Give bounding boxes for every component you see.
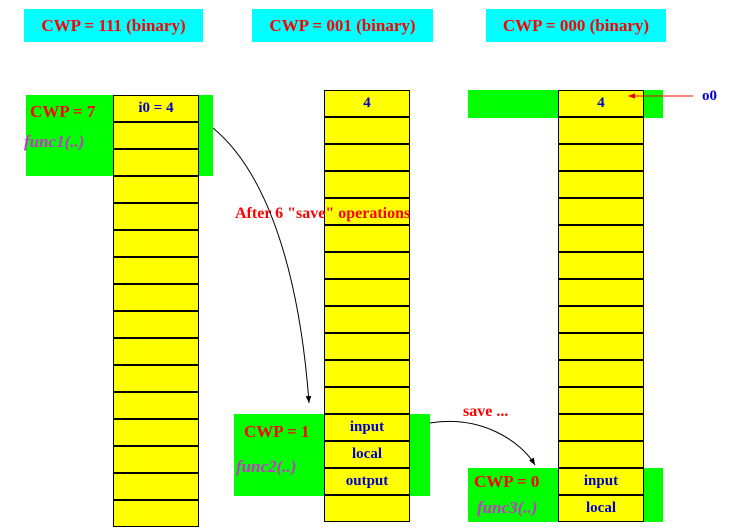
register-cell	[113, 203, 199, 230]
func1-label: func1(..)	[24, 132, 85, 151]
register-cell	[113, 122, 199, 149]
register-cell	[324, 333, 410, 360]
header-cwp-000: CWP = 000 (binary)	[486, 9, 666, 42]
register-cell	[324, 495, 410, 522]
header-cwp-001: CWP = 001 (binary)	[252, 9, 433, 42]
register-cell: input	[558, 468, 644, 495]
register-cell	[324, 360, 410, 387]
register-cell	[558, 360, 644, 387]
register-cell: output	[324, 468, 410, 495]
register-cell	[324, 225, 410, 252]
register-cell: i0 = 4	[113, 95, 199, 122]
register-cell	[113, 365, 199, 392]
register-cell: 4	[324, 90, 410, 117]
register-cell: local	[324, 441, 410, 468]
register-cell	[113, 338, 199, 365]
register-cell	[558, 144, 644, 171]
register-cell	[558, 306, 644, 333]
register-cell	[324, 306, 410, 333]
register-cell	[324, 117, 410, 144]
func2-label: func2(..)	[236, 457, 297, 476]
register-cell	[558, 441, 644, 468]
register-cell	[558, 414, 644, 441]
register-cell	[558, 252, 644, 279]
o0-label: o0	[702, 88, 717, 104]
register-cell	[113, 257, 199, 284]
register-cell: local	[558, 495, 644, 522]
register-cell	[324, 252, 410, 279]
register-cell	[324, 387, 410, 414]
arrow-after-save	[212, 127, 312, 404]
register-cell	[113, 230, 199, 257]
register-cell	[324, 279, 410, 306]
register-cell	[558, 171, 644, 198]
register-cell	[113, 392, 199, 419]
register-cell	[113, 284, 199, 311]
register-cell: input	[324, 414, 410, 441]
register-cell	[113, 500, 199, 527]
register-cell	[324, 144, 410, 171]
cwp-1-label: CWP = 1	[244, 422, 310, 441]
register-cell	[113, 473, 199, 500]
register-cell	[558, 387, 644, 414]
register-cell	[113, 311, 199, 338]
cwp-0-label: CWP = 0	[474, 472, 540, 491]
register-cell	[113, 176, 199, 203]
register-cell	[558, 279, 644, 306]
register-cell	[113, 419, 199, 446]
register-cell	[324, 171, 410, 198]
register-cell	[558, 198, 644, 225]
arrow-save	[429, 421, 536, 466]
register-cell	[113, 149, 199, 176]
save-annotation: save ...	[463, 403, 509, 420]
register-cell	[558, 225, 644, 252]
register-cell	[324, 198, 410, 225]
after-save-annotation: After 6 "save" operations	[235, 205, 411, 222]
cwp-7-label: CWP = 7	[30, 102, 96, 121]
register-cell	[558, 117, 644, 144]
func3-label: func3(..)	[477, 498, 538, 517]
header-cwp-111: CWP = 111 (binary)	[24, 9, 203, 42]
register-cell	[113, 446, 199, 473]
register-cell	[558, 333, 644, 360]
